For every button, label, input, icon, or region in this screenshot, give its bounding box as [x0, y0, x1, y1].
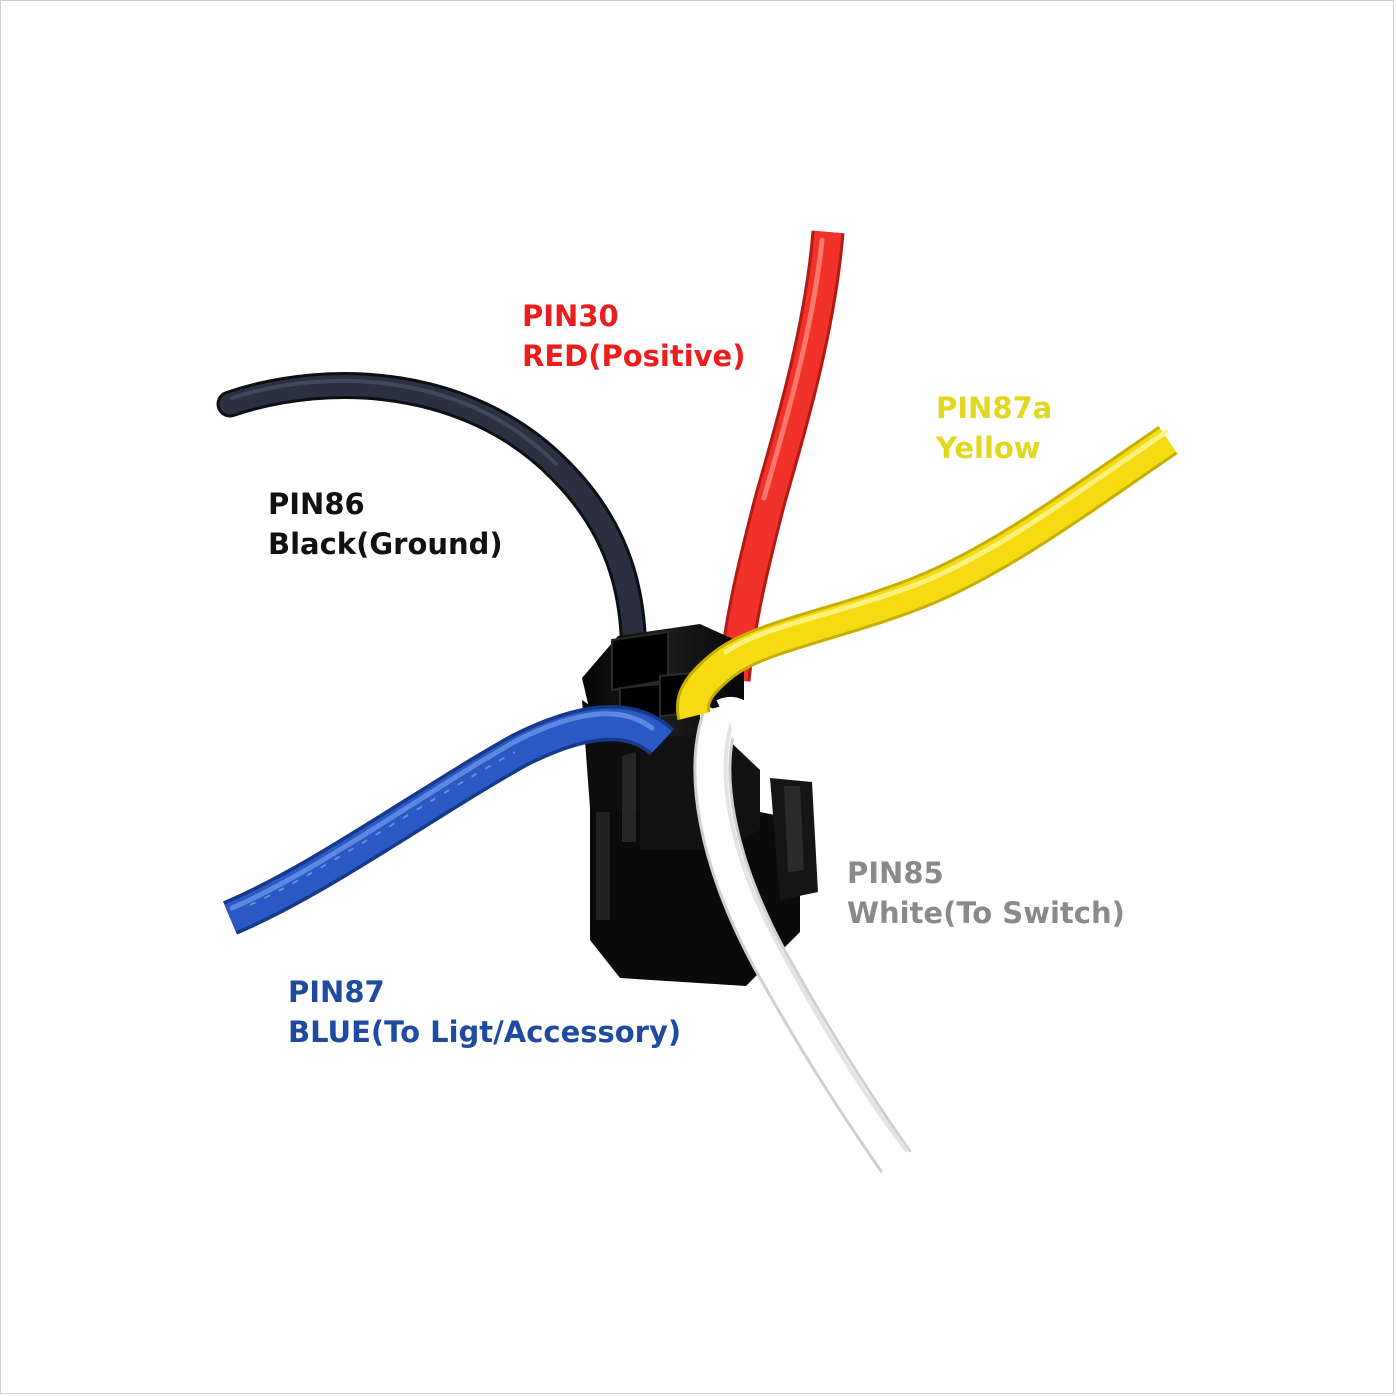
pin87a-description: Yellow	[936, 431, 1041, 465]
white-wire	[693, 696, 912, 1173]
pin86-number: PIN86	[268, 487, 365, 521]
pin85-label: PIN85 White(To Switch)	[847, 853, 1125, 933]
pin85-description: White(To Switch)	[847, 896, 1125, 930]
pin86-description: Black(Ground)	[268, 527, 503, 561]
pin85-number: PIN85	[847, 856, 944, 890]
pin30-number: PIN30	[522, 299, 619, 333]
pin87a-number: PIN87a	[936, 391, 1053, 425]
yellow-wire	[675, 425, 1178, 721]
pin87-description: BLUE(To Ligt/Accessory)	[288, 1015, 682, 1049]
red-wire	[717, 230, 845, 682]
pin30-label: PIN30 RED(Positive)	[522, 296, 745, 376]
blue-wire	[222, 705, 675, 935]
pin87-label: PIN87 BLUE(To Ligt/Accessory)	[288, 972, 681, 1052]
pin30-description: RED(Positive)	[522, 339, 746, 373]
black-wire	[216, 372, 648, 704]
pin87-number: PIN87	[288, 975, 385, 1009]
pin87a-label: PIN87a Yellow	[936, 388, 1052, 468]
pin86-label: PIN86 Black(Ground)	[268, 484, 503, 564]
